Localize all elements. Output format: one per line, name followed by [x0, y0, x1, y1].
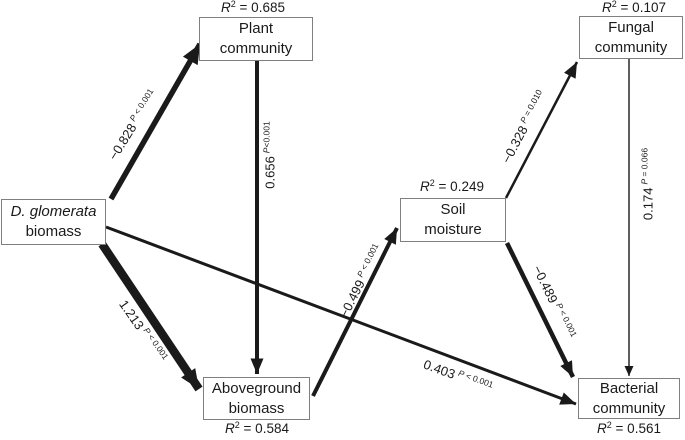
node-fungal-community: Fungal community — [579, 16, 683, 59]
r-symbol: R — [225, 421, 235, 436]
p-value: P = 0.066 — [640, 148, 650, 185]
node-soil-moisture: Soil moisture — [400, 198, 506, 242]
arrow-soil-to-bacterial — [504, 242, 576, 378]
r-superscript: 2 — [234, 420, 240, 430]
r2-fungal-community: R2 = 0.107 — [602, 0, 666, 15]
node-label-line2: biomass — [25, 223, 82, 240]
r-symbol: R — [597, 421, 607, 436]
p-value-text: <0.001 — [261, 121, 272, 148]
node-aboveground-biomass: Aboveground biomass — [203, 377, 310, 420]
node-label-line1: Aboveground — [211, 379, 302, 397]
p-symbol: P — [639, 178, 650, 185]
r2-value: = 0.107 — [616, 0, 666, 15]
node-label-line1: Bacterial — [599, 379, 659, 397]
r-symbol: R — [602, 0, 612, 15]
r-symbol: R — [420, 179, 430, 194]
r-symbol: R — [221, 0, 231, 15]
r2-soil-moisture: R2 = 0.249 — [420, 178, 484, 194]
node-label-line1: Soil — [440, 201, 466, 218]
r2-value: = 0.584 — [239, 421, 289, 436]
path-coefficient: 0.174 — [640, 187, 656, 221]
r-superscript: 2 — [429, 178, 435, 188]
p-value: P<0.001 — [262, 121, 272, 153]
node-label-line1: D. glomerata — [10, 203, 97, 220]
path-label-fungal-bacterial: 0.174 P = 0.066 — [640, 148, 656, 221]
r2-value: = 0.561 — [611, 421, 661, 436]
r2-plant-community: R2 = 0.685 — [221, 0, 285, 15]
path-label-plant-aboveground: 0.656 P<0.001 — [262, 121, 278, 189]
node-label-line2: moisture — [424, 221, 482, 238]
node-dglomerata-biomass: D. glomerata biomass — [1, 199, 106, 245]
arrow-dglom-to-plant — [108, 42, 203, 201]
p-symbol: P — [261, 147, 272, 154]
node-label-line1: Fungal — [608, 18, 654, 36]
r-superscript: 2 — [611, 0, 617, 9]
r2-bacterial-community: R2 = 0.561 — [597, 420, 661, 436]
node-label-line2: community — [592, 399, 666, 417]
path-coefficient: 0.656 — [262, 156, 278, 189]
node-bacterial-community: Bacterial community — [578, 378, 680, 419]
node-label-line2: community — [219, 40, 293, 57]
arrow-dglom-to-aboveground — [98, 241, 203, 392]
r2-aboveground-biomass: R2 = 0.584 — [225, 420, 289, 436]
r-superscript: 2 — [606, 420, 612, 430]
node-plant-community: Plant community — [199, 17, 313, 61]
node-label-line1: Plant — [238, 20, 274, 37]
node-label-line2: community — [594, 38, 668, 56]
r2-value: = 0.685 — [235, 0, 285, 15]
r2-value: = 0.249 — [434, 179, 484, 194]
arrow-aboveground-to-soil — [311, 227, 399, 397]
arrow-soil-to-fungal — [504, 61, 579, 199]
r-superscript: 2 — [230, 0, 236, 9]
p-value-text: = 0.066 — [639, 147, 650, 179]
node-label-line2: biomass — [228, 399, 285, 417]
arrow-dglom-to-bacterial — [105, 225, 577, 406]
